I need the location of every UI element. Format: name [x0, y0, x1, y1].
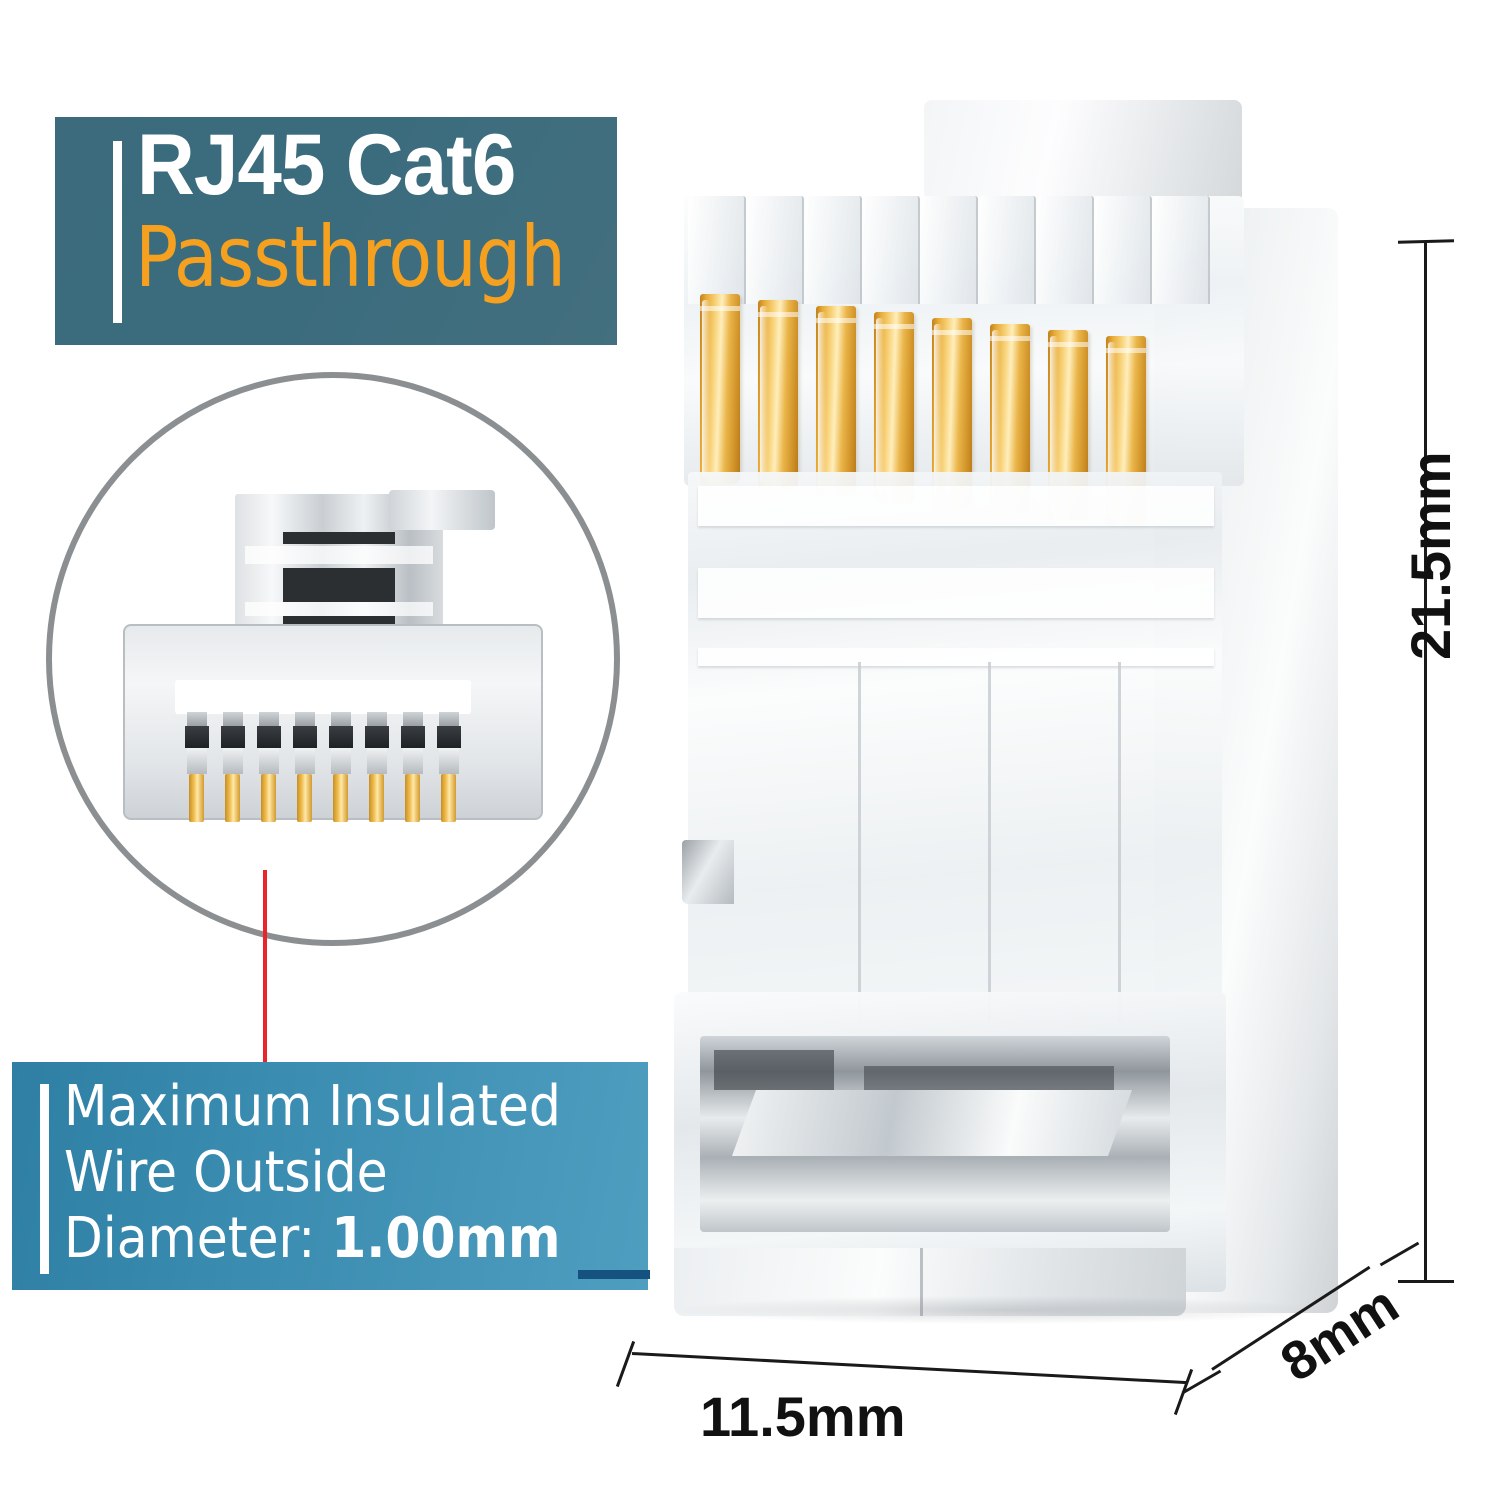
- cavity-shadow-right: [864, 1066, 1114, 1092]
- connector-side-nub: [682, 840, 734, 904]
- body-ridge: [698, 648, 1214, 666]
- body-seam: [988, 662, 991, 1022]
- inset-gold-pin: [185, 712, 209, 822]
- inset-latch-highlight-1: [245, 546, 433, 564]
- inset-wire-guide-bar: [175, 680, 471, 714]
- width-dimension-line: [631, 1352, 1188, 1385]
- connector-base-foot: [674, 1248, 1186, 1316]
- comb-fin: [688, 196, 746, 304]
- inset-pin-row: [185, 712, 461, 822]
- cable-clamp-wedge: [732, 1090, 1132, 1156]
- product-title-secondary: Passthrough: [135, 208, 566, 306]
- height-dimension-line: [1424, 242, 1427, 1282]
- gold-contact-pin: [874, 312, 914, 502]
- wire-diameter-spec-badge: Maximum Insulated Wire Outside Diameter:…: [12, 1062, 650, 1290]
- inset-gold-pin: [401, 712, 425, 822]
- inset-connector-front-view: [123, 490, 543, 824]
- inset-gold-pin: [329, 712, 353, 822]
- spec-label-text: Maximum Insulated Wire Outside Diameter:: [64, 1074, 561, 1271]
- spec-accent-bar: [40, 1084, 49, 1274]
- inset-latch-highlight-2: [245, 602, 433, 616]
- spec-label: Maximum Insulated Wire Outside Diameter:…: [64, 1074, 644, 1272]
- product-title-primary: RJ45 Cat6: [137, 117, 516, 213]
- product-title-badge: RJ45 Cat6 Passthrough: [55, 117, 617, 345]
- callout-pointer-line: [263, 870, 267, 1062]
- inset-latch-shade-2: [283, 568, 395, 602]
- inset-latch-tab: [389, 490, 495, 530]
- body-seam: [858, 662, 861, 1022]
- inset-latch-shade-1: [283, 532, 395, 544]
- inset-gold-pin: [365, 712, 389, 822]
- comb-fin: [1036, 196, 1094, 304]
- spec-connector-dash: [578, 1270, 650, 1279]
- body-ridge: [698, 486, 1214, 526]
- comb-fin: [920, 196, 978, 304]
- inset-gold-pin: [257, 712, 281, 822]
- comb-fin: [1094, 196, 1152, 304]
- inset-gold-pin: [293, 712, 317, 822]
- rj45-connector-illustration: [662, 100, 1374, 1316]
- inset-gold-pin: [437, 712, 461, 822]
- connector-strain-relief-block: [674, 992, 1226, 1292]
- height-dimension-label: 21.5mm: [1399, 451, 1462, 660]
- width-dimension-label: 11.5mm: [700, 1385, 906, 1448]
- comb-fin: [1152, 196, 1210, 304]
- title-accent-bar: [113, 141, 122, 323]
- comb-fin: [862, 196, 920, 304]
- cavity-shadow-left: [714, 1050, 834, 1090]
- width-dimension-cap-left: [615, 1340, 636, 1388]
- comb-fin: [804, 196, 862, 304]
- comb-fin: [978, 196, 1036, 304]
- body-ridge: [698, 568, 1214, 618]
- inset-latch-clip: [235, 490, 495, 646]
- gold-contact-pin: [700, 294, 740, 484]
- gold-contact-pin: [816, 306, 856, 496]
- connector-wire-comb-fins: [688, 196, 1210, 304]
- inset-gold-pin: [221, 712, 245, 822]
- height-dimension-cap-bottom: [1398, 1280, 1454, 1283]
- comb-fin: [746, 196, 804, 304]
- gold-contact-pin: [758, 300, 798, 490]
- front-face-detail-inset: [46, 372, 620, 946]
- base-seam: [920, 1248, 923, 1316]
- connector-drop-shadow: [680, 1296, 1320, 1324]
- connector-mid-body: [688, 472, 1222, 1032]
- spec-value: 1.00mm: [331, 1206, 561, 1271]
- depth-dimension-cap-right: [1379, 1241, 1420, 1267]
- body-seam: [1118, 662, 1121, 1022]
